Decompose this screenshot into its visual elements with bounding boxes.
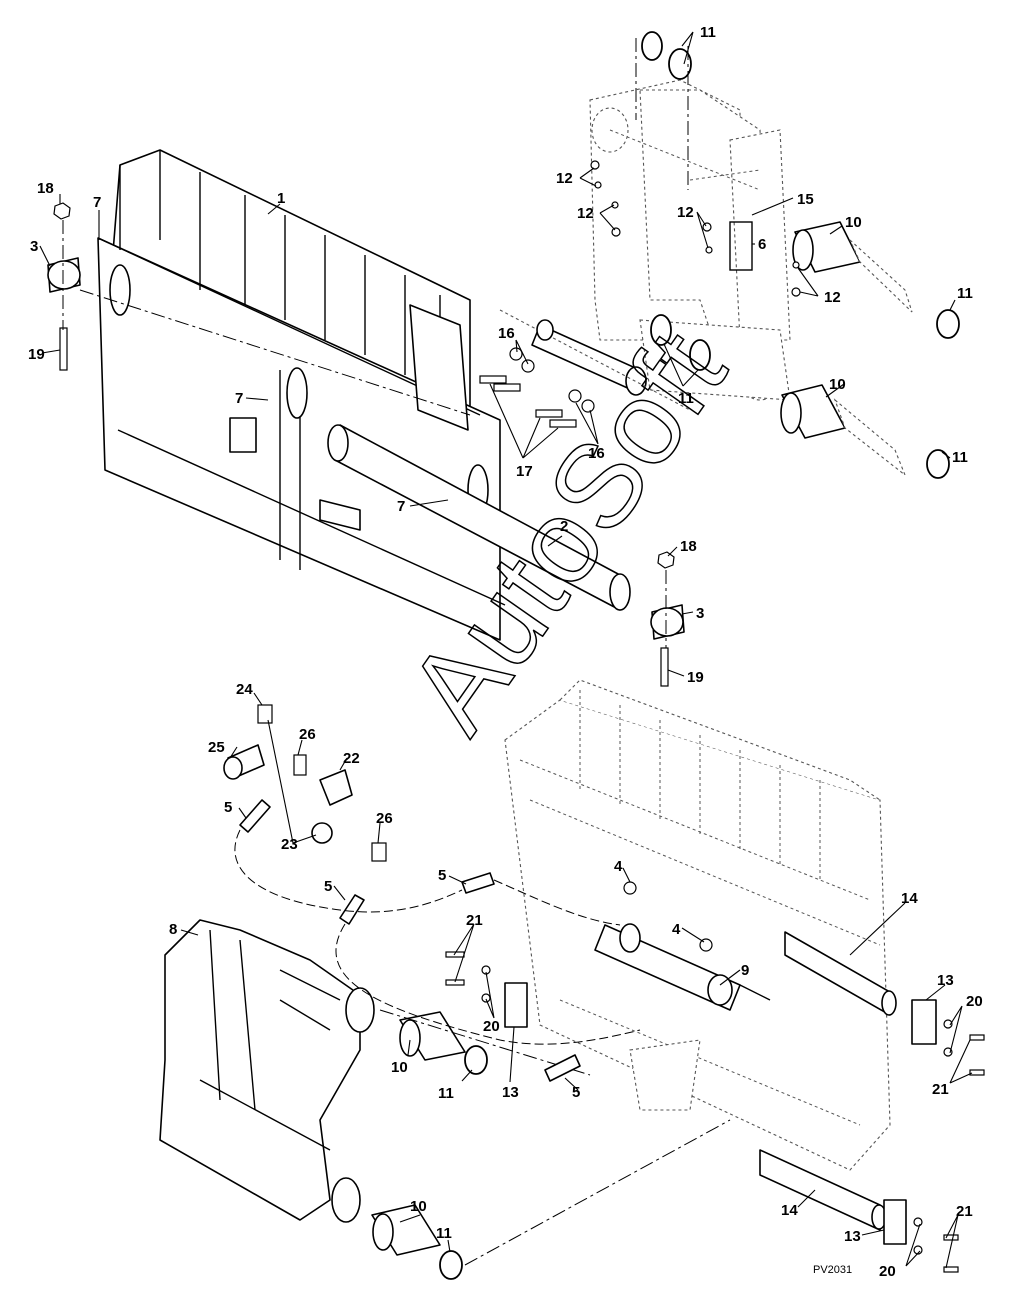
fitting-4a — [623, 881, 637, 895]
figure-reference: PV2031 — [813, 1264, 852, 1276]
callout-7: 7 — [235, 390, 243, 407]
main-shaft-2 — [327, 424, 631, 611]
fork-frame-1 — [97, 149, 506, 641]
callout-12: 12 — [556, 170, 573, 187]
snap-ring-11f — [926, 449, 950, 479]
callout-3: 3 — [30, 238, 38, 255]
callout-20: 20 — [483, 1018, 500, 1035]
callout-20: 20 — [966, 993, 983, 1010]
callout-15: 15 — [797, 191, 814, 208]
callout-11: 11 — [678, 390, 694, 407]
plate-13-upper-right — [911, 999, 937, 1045]
callout-12: 12 — [677, 204, 694, 221]
lower-pin-10d — [371, 1204, 441, 1256]
snap-ring-11h — [439, 1250, 463, 1280]
callout-14: 14 — [901, 890, 918, 907]
callout-3: 3 — [696, 605, 704, 622]
callout-10: 10 — [391, 1059, 408, 1076]
callout-13: 13 — [937, 972, 954, 989]
bolt-19-left — [59, 327, 68, 371]
callout-13: 13 — [502, 1084, 519, 1101]
snap-ring-11g — [464, 1045, 488, 1075]
callout-4: 4 — [672, 921, 681, 938]
lower-pin-10c — [399, 1011, 466, 1061]
callout-24: 24 — [236, 681, 253, 698]
snap-ring-11d — [650, 314, 672, 346]
snap-ring-11c — [936, 309, 960, 339]
callout-5: 5 — [224, 799, 232, 816]
callout-11: 11 — [438, 1085, 454, 1102]
callout-5: 5 — [438, 867, 446, 884]
cylinder-9 — [594, 923, 771, 1011]
callout-23: 23 — [281, 836, 298, 853]
callout-20: 20 — [879, 1263, 896, 1280]
snap-ring-11a — [641, 31, 663, 61]
hoses-5 — [234, 799, 641, 1082]
callout-12: 12 — [577, 205, 594, 222]
tilt-cylinder-upper — [499, 309, 691, 411]
plate-13-left — [504, 982, 528, 1028]
callout-19: 19 — [687, 669, 704, 686]
bolts-21-washers-20 — [445, 951, 985, 1273]
callout-21: 21 — [932, 1081, 949, 1098]
bolt-19-right — [660, 647, 669, 687]
upper-pin-10b — [780, 384, 907, 477]
callout-17: 17 — [516, 463, 533, 480]
callout-11: 11 — [700, 24, 716, 41]
hydraulic-fittings — [223, 704, 387, 862]
callout-7: 7 — [397, 498, 405, 515]
callout-5: 5 — [324, 878, 332, 895]
callout-18: 18 — [37, 180, 54, 197]
collar-3-left — [47, 257, 81, 293]
bolts-17 — [479, 375, 577, 428]
leader-lines — [39, 31, 973, 1269]
snap-ring-11b — [668, 48, 692, 80]
callout-7: 7 — [93, 194, 101, 211]
callout-21: 21 — [956, 1203, 973, 1220]
callout-16: 16 — [588, 445, 605, 462]
callout-4: 4 — [614, 858, 623, 875]
callout-13: 13 — [844, 1228, 861, 1245]
callout-10: 10 — [410, 1198, 427, 1215]
callout-labels: 1 2 3 3 4 4 5 5 5 5 6 7 7 7 8 9 10 10 10… — [28, 24, 983, 1280]
callout-26: 26 — [299, 726, 316, 743]
bracket-8 — [159, 919, 375, 1223]
washers-16 — [509, 347, 595, 413]
callout-16: 16 — [498, 325, 515, 342]
callout-10: 10 — [845, 214, 862, 231]
callout-19: 19 — [28, 346, 45, 363]
callout-6: 6 — [758, 236, 766, 253]
nut-18-right — [657, 551, 675, 569]
callout-11: 11 — [436, 1225, 452, 1242]
upper-pin-10a — [792, 221, 913, 313]
callout-11: 11 — [952, 449, 968, 466]
collar-3-right — [650, 604, 685, 640]
callout-2: 2 — [560, 518, 568, 535]
callout-25: 25 — [208, 739, 225, 756]
pin-14-upper — [784, 931, 897, 1016]
callout-18: 18 — [680, 538, 697, 555]
callout-10: 10 — [829, 376, 846, 393]
callout-5: 5 — [572, 1084, 580, 1101]
callout-22: 22 — [343, 750, 360, 767]
callout-1: 1 — [277, 190, 285, 207]
callout-12: 12 — [824, 289, 841, 306]
callout-8: 8 — [169, 921, 177, 938]
callout-11: 11 — [957, 285, 973, 302]
callout-26: 26 — [376, 810, 393, 827]
snap-ring-11e — [689, 339, 711, 371]
callout-14: 14 — [781, 1202, 798, 1219]
lower-carriage-ghost — [504, 679, 891, 1171]
plate-13-lower-right — [883, 1199, 907, 1245]
nut-18-left — [53, 202, 71, 220]
callout-21: 21 — [466, 912, 483, 929]
callout-9: 9 — [741, 962, 749, 979]
pin-14-lower — [759, 1149, 887, 1231]
grease-fittings-12 — [590, 160, 801, 297]
